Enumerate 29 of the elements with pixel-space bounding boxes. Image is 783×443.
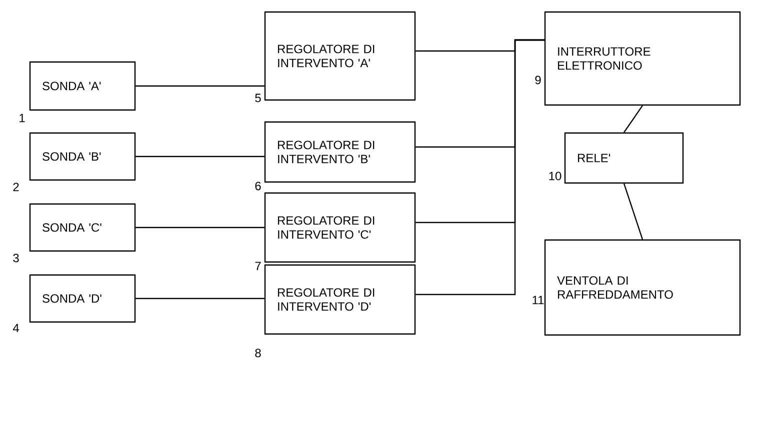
callout-number: 5 bbox=[255, 94, 261, 102]
regulator-box: REGOLATORE DI INTERVENTO 'C' bbox=[264, 192, 416, 263]
regulator-box: REGOLATORE DI INTERVENTO 'A' bbox=[264, 11, 416, 101]
regulator-box: REGOLATORE DI INTERVENTO 'D' bbox=[264, 264, 416, 335]
connector-line bbox=[623, 183, 644, 240]
connector-line bbox=[136, 226, 264, 228]
callout-number: 4 bbox=[12, 324, 19, 332]
probe-box: SONDA 'B' bbox=[29, 132, 136, 181]
callout-number: 8 bbox=[255, 348, 261, 358]
switch-box: INTERRUTTORE ELETTRONICO bbox=[544, 11, 741, 106]
callout-number: 3 bbox=[13, 254, 19, 262]
connector-line bbox=[136, 298, 264, 300]
probe-box: SONDA 'C' bbox=[29, 203, 136, 252]
probe-box: SONDA 'D' bbox=[29, 274, 136, 323]
callout-number: 9 bbox=[535, 76, 541, 84]
callout-number: 2 bbox=[13, 182, 19, 192]
callout-number: 11 bbox=[532, 296, 544, 304]
connector-line bbox=[136, 85, 264, 87]
callout-number: 10 bbox=[549, 172, 562, 180]
probe-box: SONDA 'A' bbox=[29, 61, 136, 111]
regulator-box: REGOLATORE DI INTERVENTO 'B' bbox=[264, 121, 416, 183]
callout-number: 6 bbox=[255, 182, 261, 190]
callout-number: 1 bbox=[20, 114, 25, 122]
connector-line bbox=[136, 156, 264, 158]
callout-number: 7 bbox=[255, 262, 261, 270]
fan-box: VENTOLA DI RAFFREDDAMENTO bbox=[544, 239, 741, 336]
connector-line bbox=[624, 105, 643, 133]
connector-line bbox=[416, 39, 544, 296]
relay-box: RELE' bbox=[564, 132, 684, 184]
